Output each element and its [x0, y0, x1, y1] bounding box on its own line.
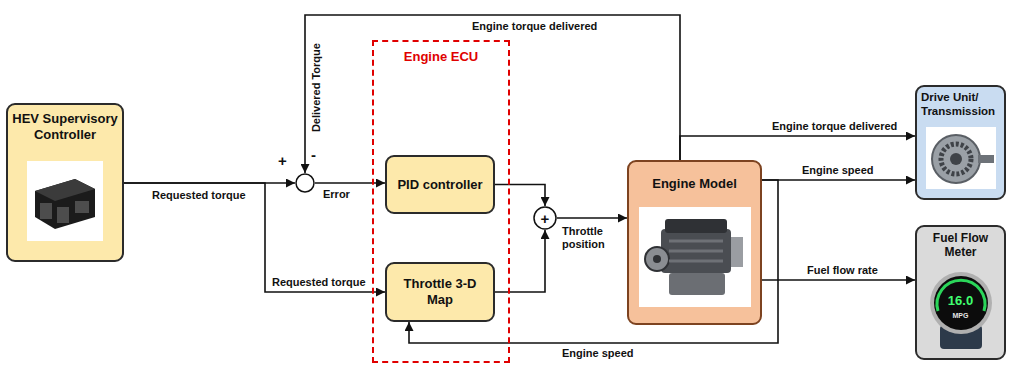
- signal-label: Delivered Torque: [310, 41, 323, 134]
- block-ribs: [669, 241, 723, 261]
- process-box: PID controller: [385, 155, 495, 214]
- box-title: Drive Unit/ Transmission: [921, 91, 1000, 119]
- gauge-ring: [930, 272, 992, 334]
- signal-connector: [495, 230, 545, 292]
- signal-label: Fuel flow rate: [805, 264, 880, 277]
- signal-label: Error: [321, 188, 352, 201]
- output-shaft: [978, 155, 994, 163]
- signal-connector: [315, 182, 385, 184]
- transmission-picture: [926, 127, 996, 189]
- gear-hub: [950, 153, 962, 165]
- summing-junction: +-: [295, 173, 315, 193]
- sign-label: -: [311, 147, 316, 162]
- sign-label: +: [278, 153, 287, 168]
- junction-outline: [295, 173, 315, 193]
- summing-junction: +: [533, 206, 557, 230]
- gauge-picture: [926, 267, 996, 351]
- connector-group: [124, 15, 915, 343]
- ecu-region: Engine ECU PID controllerThrottle 3-D Map: [372, 40, 510, 363]
- signal-label: Requested torque: [150, 189, 248, 202]
- process-box: Throttle 3-D Map: [385, 262, 495, 322]
- signal-label: Engine speed: [800, 164, 876, 177]
- picture-ground: [926, 127, 996, 189]
- box-title: HEV Supervisory Controller: [12, 111, 118, 142]
- box-title: Throttle 3-D Map: [391, 276, 489, 307]
- connector-port: [40, 203, 52, 219]
- box-title: Engine Model: [633, 176, 756, 192]
- module-top: [35, 179, 95, 201]
- junction-circle: [296, 174, 314, 192]
- signal-label: Engine speed: [560, 347, 636, 360]
- signal-label: Engine torque delivered: [770, 120, 899, 133]
- gauge-unit: MPG: [953, 312, 969, 320]
- pulley-hub: [653, 255, 661, 263]
- signal-label: Throttle position: [560, 225, 626, 251]
- signal-label: Requested torque: [270, 276, 368, 289]
- signal-connector: [680, 136, 915, 160]
- signal-connector: [124, 183, 385, 292]
- connector-port: [75, 201, 89, 213]
- module-body: [35, 179, 95, 229]
- oil-pan: [669, 273, 725, 295]
- signal-connector: [495, 185, 545, 207]
- connector-port: [57, 207, 69, 223]
- gauge-reading: 16.0: [948, 293, 973, 309]
- box-title: Fuel Flow Meter: [921, 231, 1000, 260]
- signal-connector: [557, 217, 627, 219]
- picture-ground: [27, 161, 103, 241]
- engine-block: [661, 229, 731, 273]
- gauge-face: [934, 276, 988, 330]
- flywheel: [731, 237, 743, 267]
- region-title: Engine ECU: [374, 49, 508, 65]
- signal-label: Engine torque delivered: [470, 20, 599, 33]
- engine-picture: [639, 207, 751, 307]
- signal-connector: [762, 179, 915, 181]
- controller-picture: [27, 161, 103, 241]
- valve-cover: [665, 219, 727, 233]
- pulley: [645, 247, 669, 271]
- picture-ground: [639, 207, 751, 307]
- gear-teeth: [941, 144, 971, 174]
- gauge-arc: [937, 280, 985, 311]
- sign-label: +: [541, 211, 550, 226]
- box-title: PID controller: [391, 177, 489, 193]
- signal-connector: [762, 279, 915, 281]
- signal-connector: [305, 15, 680, 173]
- gear-housing: [932, 135, 980, 183]
- junction-circle: [534, 207, 556, 229]
